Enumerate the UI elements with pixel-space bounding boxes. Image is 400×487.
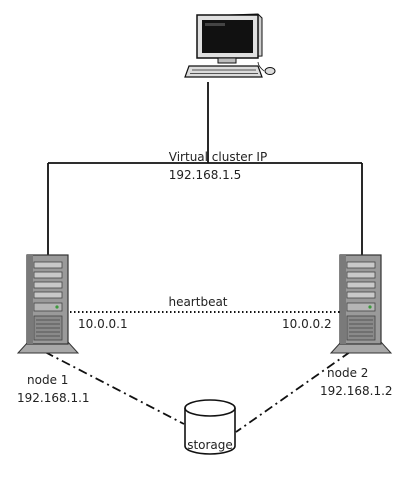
node2-name-label: node 2 <box>327 366 368 380</box>
node2-heartbeat-ip: 10.0.0.2 <box>282 317 332 331</box>
tower-server-icon-node2 <box>329 254 393 354</box>
desktop-computer-icon <box>184 13 276 78</box>
heartbeat-label: heartbeat <box>168 295 227 309</box>
node1-name-label: node 1 <box>27 373 68 387</box>
storage-label: storage <box>187 438 233 452</box>
network-links <box>44 82 363 433</box>
storage-cylinder-icon <box>184 399 236 455</box>
node2-ip-label: 192.168.1.2 <box>320 384 393 398</box>
tower-server-icon-node1 <box>16 254 80 354</box>
cluster-ip-label: 192.168.1.5 <box>169 168 242 182</box>
node1-heartbeat-ip: 10.0.0.1 <box>78 317 128 331</box>
node1-ip-label: 192.168.1.1 <box>17 391 90 405</box>
cluster-title-label: Virtual cluster IP <box>169 150 267 164</box>
node2-storage-link <box>235 351 351 433</box>
node1-storage-link <box>44 351 185 425</box>
